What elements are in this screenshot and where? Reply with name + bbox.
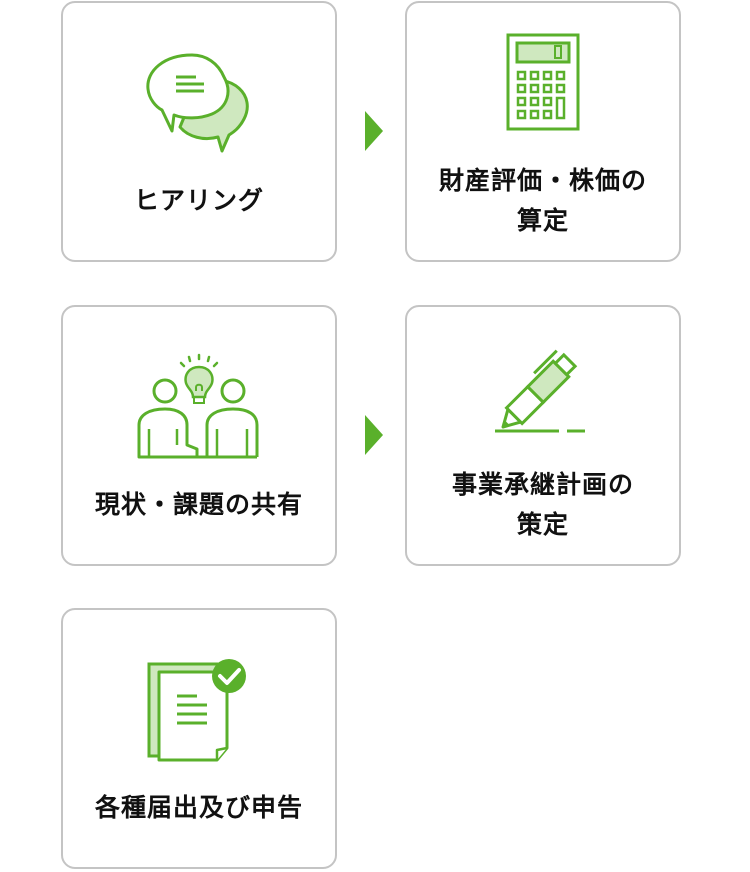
step-card-hearing: ヒアリング xyxy=(61,1,337,262)
step-label-line1: 事業承継計画の xyxy=(451,470,634,499)
step-card-filings: 各種届出及び申告 xyxy=(61,608,337,869)
step-label-line2: 策定 xyxy=(516,510,569,539)
step-card-share-issues: 現状・課題の共有 xyxy=(61,305,337,566)
pen-writing-icon xyxy=(495,349,585,433)
step-label-line1: 財産評価・株価の xyxy=(438,166,647,195)
arrow-right-icon xyxy=(365,111,383,151)
step-card-succession-plan: 事業承継計画の 策定 xyxy=(405,305,681,566)
arrow-right-icon xyxy=(365,415,383,455)
step-card-valuation: 財産評価・株価の 算定 xyxy=(405,1,681,262)
document-check-icon xyxy=(147,659,246,762)
step-label: ヒアリング xyxy=(133,186,264,215)
step-label: 現状・課題の共有 xyxy=(94,490,303,519)
step-label: 各種届出及び申告 xyxy=(94,793,303,822)
people-idea-icon xyxy=(137,353,259,459)
speech-bubbles-icon xyxy=(146,53,249,153)
calculator-icon xyxy=(506,33,580,131)
step-label-line2: 算定 xyxy=(516,206,569,235)
